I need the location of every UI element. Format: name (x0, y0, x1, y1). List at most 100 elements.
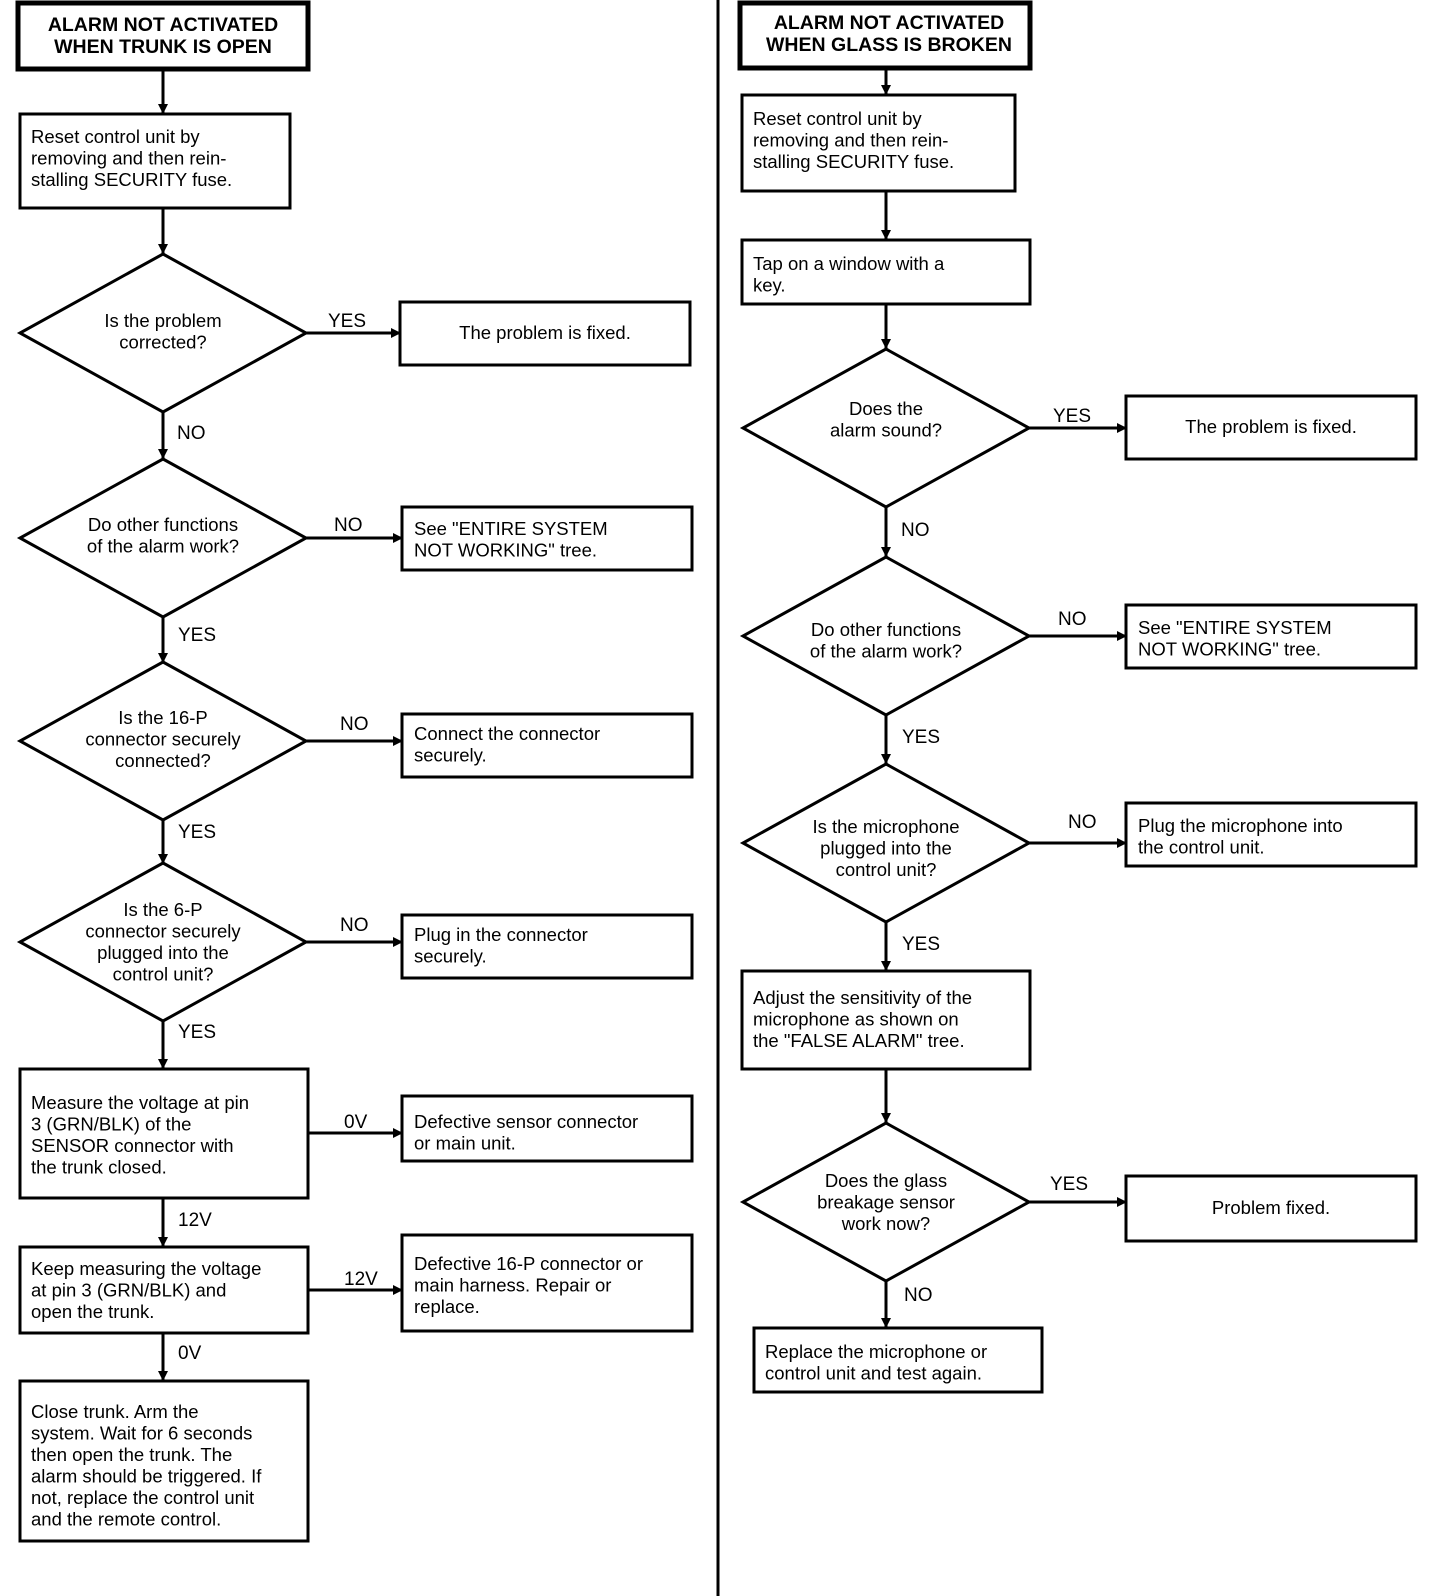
left-reset-text-line: removing and then rein- (31, 148, 226, 169)
left-keep-12v-box (400, 1233, 694, 1333)
right-d1-yes-box (1124, 394, 1418, 461)
right-reset-text-line: Reset control unit by (753, 108, 922, 129)
right-tap-text-line: Tap on a window with a (753, 253, 945, 274)
left-keep-12v-text-line: Defective 16-P connector or (414, 1253, 643, 1274)
left-d2-text-line: of the alarm work? (87, 536, 239, 557)
right-d3-no-box (1124, 801, 1418, 868)
left-d4-no-label: NO (340, 915, 369, 936)
left-d4-text-line: connector securely (85, 921, 241, 942)
right-d1-yes-text-line: The problem is fixed. (1185, 416, 1357, 437)
left-close-text-line: system. Wait for 6 seconds (31, 1423, 252, 1444)
right-d3-no-text-line: the control unit. (1138, 837, 1265, 858)
right-d4-text-line: breakage sensor (817, 1192, 955, 1213)
right-replace-text-line: control unit and test again. (765, 1363, 982, 1384)
left-d1-text-line: Is the problem (104, 310, 221, 331)
right-d2-yes-label: YES (902, 727, 940, 748)
right-d4-yes-box (1124, 1174, 1418, 1243)
right-d3-text-line: Is the microphone (812, 816, 959, 837)
right-d3-no-label: NO (1068, 812, 1097, 833)
left-close-text-line: alarm should be triggered. If (31, 1466, 262, 1487)
left-d3-text-line: connected? (115, 750, 211, 771)
left-d4-text-line: plugged into the (97, 942, 229, 963)
right-reset-box (740, 93, 1017, 193)
left-d4-no-text-line: securely. (414, 946, 487, 967)
right-d2-no-text-line: See "ENTIRE SYSTEM (1138, 617, 1332, 638)
left-d3-no-box (400, 712, 694, 779)
left-keep-0v-label: 0V (178, 1343, 202, 1364)
left-d3-no-text-line: Connect the connector (414, 723, 600, 744)
left-d1-yes-label: YES (328, 311, 366, 332)
right-d3-no-text-line: Plug the microphone into (1138, 815, 1343, 836)
right-title-line: ALARM NOT ACTIVATED (774, 12, 1004, 34)
left-d3-yes-label: YES (178, 822, 216, 843)
right-adjust-text-line: the "FALSE ALARM" tree. (753, 1030, 965, 1051)
right-d1-text-line: Does the (849, 398, 923, 419)
right-d4-text-line: work now? (841, 1213, 930, 1234)
left-keep-12v-text-line: main harness. Repair or (414, 1275, 611, 1296)
left-d4-no-text-line: Plug in the connector (414, 924, 588, 945)
left-d3-no-label: NO (340, 714, 369, 735)
left-close-text-line: Close trunk. Arm the (31, 1401, 199, 1422)
left-d2-text-line: Do other functions (88, 514, 238, 535)
right-replace-box (752, 1326, 1044, 1394)
right-adjust-text-line: microphone as shown on (753, 1009, 959, 1030)
left-keep-12v-text-line: replace. (414, 1296, 480, 1317)
left-close-box (18, 1379, 310, 1543)
left-close-text-line: not, replace the control unit (31, 1487, 254, 1508)
right-adjust-text: Adjust the sensitivity of themicrophone … (753, 987, 972, 1051)
left-keep-12v-label: 12V (344, 1269, 378, 1290)
left-close-text-line: then open the trunk. The (31, 1444, 232, 1465)
left-measure-text-line: the trunk closed. (31, 1157, 167, 1178)
right-d4-yes-text-line: Problem fixed. (1212, 1197, 1330, 1218)
right-d4-yes-label: YES (1050, 1174, 1088, 1195)
right-adjust-text-line: Adjust the sensitivity of the (753, 987, 972, 1008)
left-d3-text-line: connector securely (85, 729, 241, 750)
left-d4-text-line: Is the 6-P (123, 899, 202, 920)
right-replace-text-line: Replace the microphone or (765, 1341, 987, 1362)
right-d3-text-line: plugged into the (820, 838, 952, 859)
left-title-line: WHEN TRUNK IS OPEN (54, 36, 272, 58)
left-d2-no-text-line: See "ENTIRE SYSTEM (414, 518, 608, 539)
left-measure-0v-text-line: Defective sensor connector (414, 1111, 638, 1132)
right-tap-text-line: key. (753, 275, 786, 296)
left-d1-yes-text-line: The problem is fixed. (459, 322, 631, 343)
right-d4-text-line: Does the glass (825, 1170, 947, 1191)
left-d2-no-text-line: NOT WORKING" tree. (414, 540, 597, 561)
left-reset-box (18, 112, 292, 210)
left-d3-text-line: Is the 16-P (118, 707, 207, 728)
left-d3-no-text-line: securely. (414, 745, 487, 766)
left-d1-yes-text: The problem is fixed. (459, 322, 631, 343)
left-d1-text-line: corrected? (119, 332, 206, 353)
left-measure-text-line: SENSOR connector with (31, 1135, 234, 1156)
right-d2-text-line: of the alarm work? (810, 641, 962, 662)
right-d2-text-line: Do other functions (811, 619, 961, 640)
right-title-line: WHEN GLASS IS BROKEN (766, 34, 1012, 56)
right-d1-yes-text: The problem is fixed. (1185, 416, 1357, 437)
right-reset-text-line: stalling SECURITY fuse. (753, 151, 954, 172)
left-measure-0v-text-line: or main unit. (414, 1133, 516, 1154)
left-measure-12v-label: 12V (178, 1210, 212, 1231)
right-d3-yes-label: YES (902, 934, 940, 955)
left-close-text-line: and the remote control. (31, 1509, 221, 1530)
left-measure-0v-box (400, 1094, 694, 1163)
left-d4-no-box (400, 913, 694, 980)
left-reset-text-line: stalling SECURITY fuse. (31, 169, 232, 190)
left-d2-yes-label: YES (178, 625, 216, 646)
